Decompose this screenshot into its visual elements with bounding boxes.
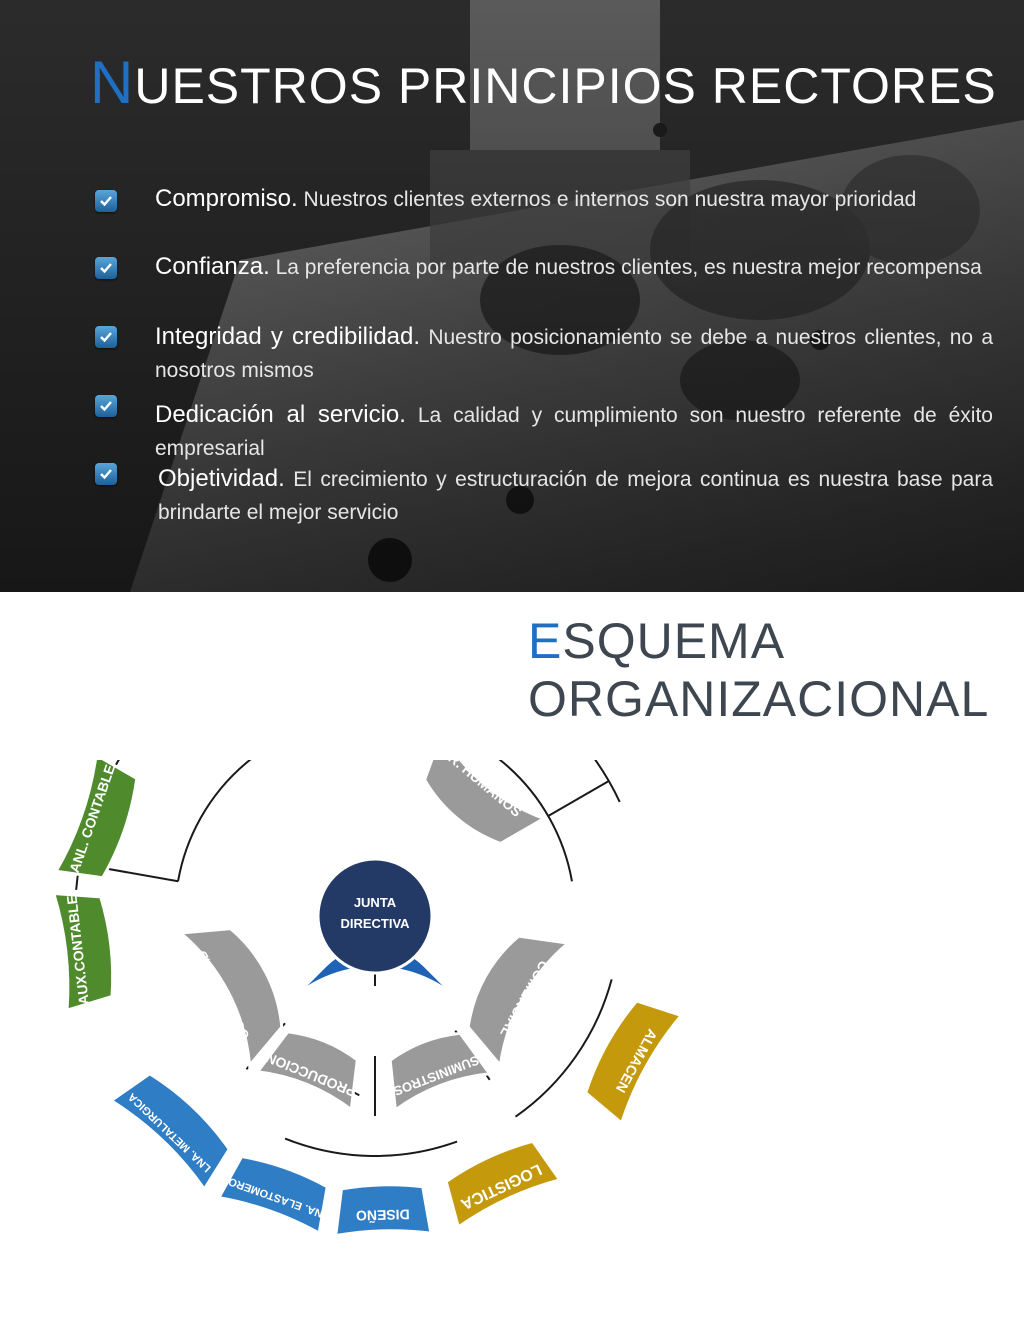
principle-text: La preferencia por parte de nuestros cli… (269, 256, 982, 279)
connector-line (547, 780, 610, 817)
checkbox-icon (95, 463, 117, 485)
connector-line (177, 760, 573, 882)
diseno-block (334, 1183, 433, 1238)
gerencia-label: GERENCIA (317, 1003, 433, 1028)
junta-directiva-label-line2: DIRECTIVA (340, 916, 410, 931)
connector-line (284, 1137, 458, 1157)
principle-name: Confianza. (155, 253, 270, 280)
connector-line (514, 979, 613, 1118)
connector-line (594, 760, 621, 803)
principle-name: Integridad y credibilidad. (155, 323, 421, 350)
principle-item: Objetividad. El crecimiento y estructura… (158, 462, 993, 529)
principles-title-rest: UESTROS PRINCIPIOS RECTORES (134, 58, 997, 114)
org-title-initial: E (528, 613, 563, 669)
logistica-block (444, 1139, 563, 1230)
principle-item: Confianza. La preferencia por parte de n… (155, 250, 993, 284)
principle-name: Dedicación al servicio. (155, 401, 406, 428)
checkbox-icon (95, 190, 117, 212)
org-title: ESQUEMA ORGANIZACIONAL (528, 612, 989, 728)
principle-item: Integridad y credibilidad. Nuestro posic… (155, 320, 993, 387)
checkbox-icon (95, 395, 117, 417)
junta-directiva-label-line1: JUNTA (354, 895, 397, 910)
machinery-background-image (0, 0, 1024, 592)
suministros-block (388, 1031, 493, 1113)
checkbox-icon (95, 326, 117, 348)
diseno-label: DISEÑO (356, 1206, 410, 1224)
principles-title-initial: N (90, 49, 135, 116)
principles-title: NUESTROS PRINCIPIOS RECTORES (90, 48, 997, 117)
checkbox-icon (95, 257, 117, 279)
principle-text: La calidad y cumplimiento son nuestro re… (155, 404, 993, 460)
aux-contable-block (51, 891, 115, 1013)
contabilidad-block (177, 927, 284, 1070)
junta-directiva-circle (316, 857, 434, 975)
principles-hero: NUESTROS PRINCIPIOS RECTORES Compromiso.… (0, 0, 1024, 592)
principle-text: Nuestros clientes externos e internos so… (297, 188, 917, 211)
org-title-line1: SQUEMA (562, 613, 786, 669)
rhumanos-block (422, 760, 548, 846)
produccion-block (254, 1030, 359, 1113)
principle-name: Objetividad. (158, 465, 285, 492)
metalurgica-block (108, 1071, 232, 1192)
almacen-block (583, 999, 684, 1126)
org-title-line2: ORGANIZACIONAL (528, 671, 990, 727)
principle-item: Compromiso. Nuestros clientes externos e… (155, 182, 993, 216)
principle-text: Nuestro posicionamiento se debe a nuestr… (155, 326, 994, 382)
principle-name: Compromiso. (155, 185, 298, 212)
comercial-block (466, 934, 572, 1069)
anl-contable-block (53, 760, 139, 880)
principle-item: Dedicación al servicio. La calidad y cum… (155, 398, 993, 465)
principle-text: El crecimiento y estructuración de mejor… (158, 468, 993, 524)
elastomeros-block (216, 1154, 329, 1236)
